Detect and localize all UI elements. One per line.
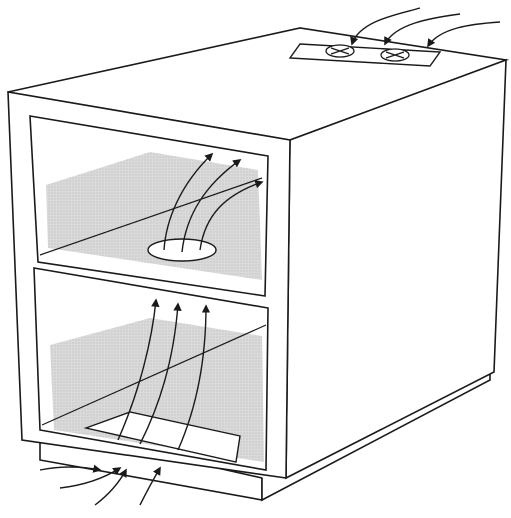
airflow-arrow-icon [385,14,460,44]
airflow-arrow-icon [428,22,500,46]
exhaust-fan-icon [381,49,409,61]
exhaust-fan-icon [326,45,354,57]
